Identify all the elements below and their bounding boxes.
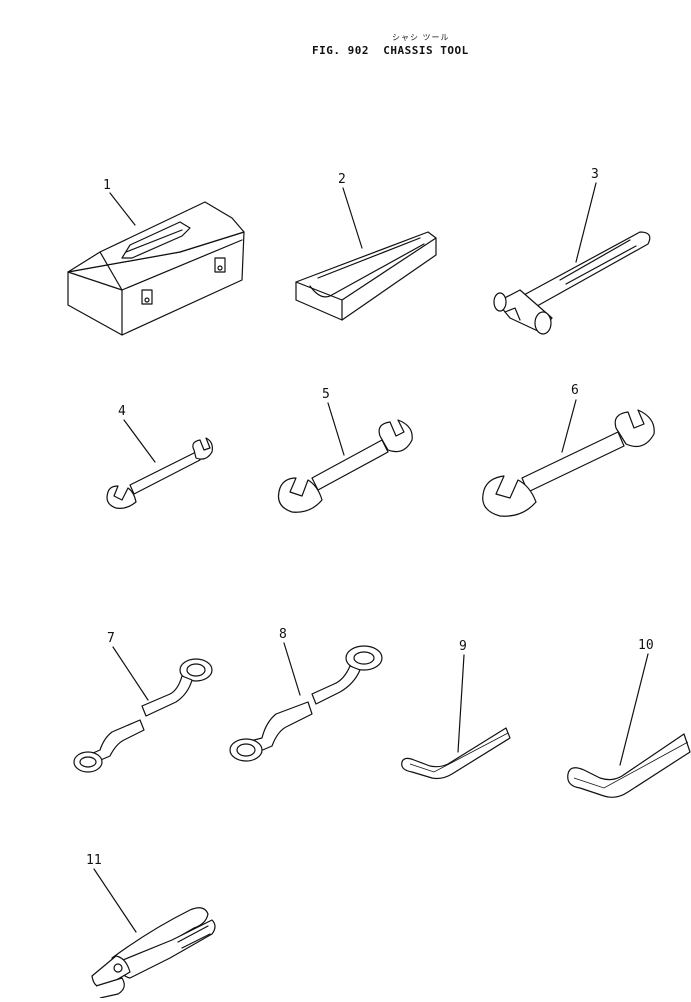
callout-6: 6	[571, 383, 579, 398]
small-hex-key-icon	[401, 727, 511, 780]
leader-line-2	[342, 187, 363, 249]
large-hex-key-icon	[567, 733, 691, 798]
part-5: 5	[277, 387, 413, 513]
callout-10: 10	[638, 638, 654, 653]
part-1: 1	[67, 178, 245, 336]
callout-8: 8	[279, 627, 287, 642]
figure-title: FIG. 902 CHASSIS TOOL	[312, 44, 469, 57]
leader-line-5	[327, 402, 345, 456]
part-6: 6	[482, 383, 655, 517]
leader-line-10	[619, 653, 649, 766]
part-10: 10	[567, 638, 691, 798]
leader-line-7	[112, 646, 149, 701]
callout-2: 2	[338, 172, 346, 187]
leader-line-6	[561, 399, 577, 453]
part-7: 7	[73, 631, 213, 773]
large-open-end-wrench-icon	[482, 409, 655, 517]
leader-line-4	[123, 419, 156, 463]
figure-title-text: CHASSIS TOOL	[383, 44, 469, 57]
leader-line-9	[457, 654, 465, 753]
part-2: 2	[295, 172, 437, 321]
callout-9: 9	[459, 639, 467, 654]
small-open-end-wrench-icon	[106, 437, 213, 509]
callout-4: 4	[118, 404, 126, 419]
part-11: 11	[86, 853, 216, 999]
figure-subtitle-jp: シャシ ツール	[392, 33, 450, 42]
part-3: 3	[493, 167, 651, 335]
offset-box-wrench-icon	[73, 658, 213, 773]
toolbox-icon	[67, 201, 245, 336]
callout-11: 11	[86, 853, 102, 868]
part-4: 4	[106, 404, 213, 509]
leader-line-11	[93, 868, 137, 933]
part-9: 9	[401, 639, 511, 780]
pliers-icon	[91, 907, 216, 999]
wedge-block-icon	[295, 231, 437, 321]
callout-7: 7	[107, 631, 115, 646]
leader-line-3	[575, 182, 597, 263]
figure-number: FIG. 902	[312, 44, 369, 57]
leader-line-1	[109, 192, 136, 226]
callout-3: 3	[591, 167, 599, 182]
callout-1: 1	[103, 178, 111, 193]
leader-line-8	[283, 642, 301, 696]
offset-box-wrench-icon	[229, 645, 383, 762]
hammer-icon	[493, 231, 651, 335]
medium-open-end-wrench-icon	[277, 419, 413, 513]
part-8: 8	[229, 627, 383, 762]
callout-5: 5	[322, 387, 330, 402]
